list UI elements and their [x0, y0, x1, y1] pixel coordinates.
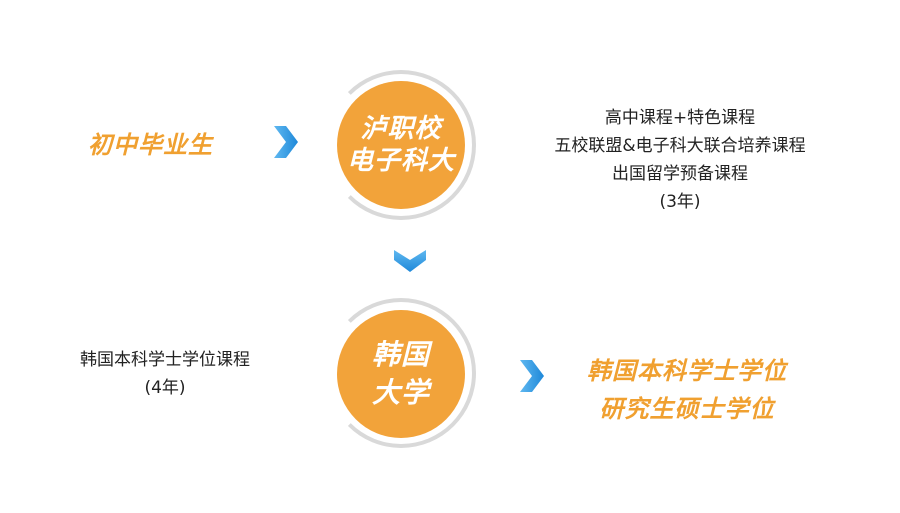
bottom-desc-line: 韩国本科学士学位课程 — [80, 350, 250, 370]
start-label: 初中毕业生 — [88, 131, 213, 159]
chevron-right-icon — [520, 360, 544, 392]
circle-ring-bottom — [326, 298, 476, 448]
circle-top-line1: 泸职校 — [360, 114, 442, 144]
outcome-labels: 韩国本科学士学位 研究生硕士学位 — [562, 352, 812, 428]
circle-bottom-line2: 大学 — [371, 376, 430, 409]
top-desc-line: 高中课程+特色课程 — [604, 108, 756, 128]
top-desc-line: (3年) — [659, 192, 701, 212]
outcome-label: 韩国本科学士学位 — [587, 357, 787, 385]
top-description: 高中课程+特色课程 五校联盟&电子科大联合培养课程 出国留学预备课程 (3年) — [520, 104, 840, 216]
bottom-desc-line: (4年) — [144, 378, 186, 398]
outcome-label: 研究生硕士学位 — [599, 395, 775, 423]
top-desc-line: 五校联盟&电子科大联合培养课程 — [554, 136, 806, 156]
school-circle-top: 泸职校 电子科大 — [337, 81, 465, 209]
circle-ring-top — [326, 70, 476, 220]
chevron-down-icon — [394, 250, 426, 272]
school-circle-bottom: 韩国 大学 — [337, 310, 465, 438]
top-desc-line: 出国留学预备课程 — [612, 164, 748, 184]
circle-top-line2: 电子科大 — [346, 146, 455, 176]
circle-bottom-line1: 韩国 — [371, 338, 430, 371]
bottom-left-description: 韩国本科学士学位课程 (4年) — [50, 346, 280, 402]
chevron-right-icon — [274, 126, 298, 158]
